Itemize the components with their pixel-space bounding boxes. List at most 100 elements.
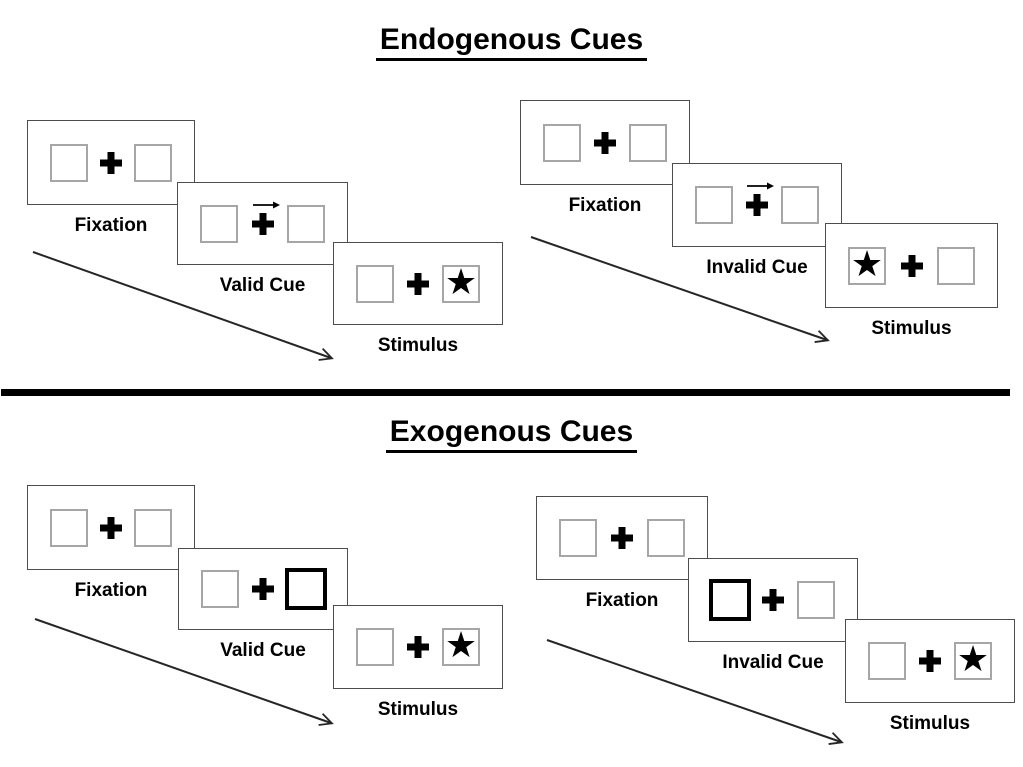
placeholder-box-left	[356, 264, 394, 303]
step-label: Fixation	[568, 195, 642, 216]
target-star-icon: ★	[850, 243, 884, 285]
fixation-cross-icon	[100, 516, 122, 539]
placeholder-box-left	[868, 642, 906, 680]
placeholder-box-left	[356, 628, 394, 666]
fixation-cross	[100, 151, 122, 174]
display-panel	[177, 182, 348, 265]
step-fixation: Fixation	[27, 485, 195, 602]
step-label: Stimulus	[889, 713, 971, 734]
step-label: Invalid Cue	[722, 652, 824, 673]
section-divider	[1, 389, 1010, 396]
fixation-cross	[746, 182, 774, 216]
placeholder-box-left	[695, 186, 733, 224]
target-box-right: ★	[954, 642, 992, 680]
timeline-arrow	[32, 251, 334, 361]
fixation-cross	[100, 516, 122, 539]
target-star-icon: ★	[956, 639, 990, 680]
fixation-cross-icon	[594, 131, 616, 154]
step-label: Valid Cue	[220, 640, 306, 661]
fixation-cross-icon	[251, 212, 274, 235]
display-panel: ★	[333, 605, 503, 689]
placeholder-box-left	[50, 143, 88, 182]
fixation-cross-icon	[407, 272, 429, 295]
display-panel: ★	[825, 223, 998, 308]
section-exogenous-header: Exogenous Cues	[0, 416, 1023, 453]
placeholder-box-right	[134, 143, 172, 182]
target-star-icon: ★	[444, 625, 478, 666]
step-stimulus: ★ Stimulus	[825, 223, 998, 340]
step-label: Stimulus	[377, 699, 459, 720]
placeholder-box-right	[287, 204, 325, 243]
step-fixation: Fixation	[520, 100, 690, 217]
placeholder-box-right	[629, 123, 667, 162]
display-panel	[672, 163, 842, 247]
step-label: Invalid Cue	[706, 257, 808, 278]
highlighted-cue-box-right	[285, 568, 327, 610]
timeline-arrow	[530, 236, 830, 343]
step-label: Valid Cue	[219, 275, 306, 296]
cue-direction-arrow-icon	[252, 201, 280, 208]
fixation-cross-icon	[900, 254, 923, 277]
step-fixation: Fixation	[536, 496, 708, 612]
placeholder-box-right	[937, 246, 975, 285]
fixation-cross	[900, 254, 923, 277]
step-label: Fixation	[585, 590, 659, 611]
fixation-cross-icon	[746, 194, 768, 216]
placeholder-box-right	[797, 581, 835, 619]
display-panel	[688, 558, 858, 642]
section-title: Exogenous Cues	[385, 416, 638, 453]
display-panel	[536, 496, 708, 580]
display-panel	[520, 100, 690, 185]
section-title: Endogenous Cues	[375, 24, 648, 61]
step-label: Fixation	[74, 580, 148, 601]
placeholder-box-left	[201, 570, 239, 608]
fixation-cross	[611, 527, 633, 549]
fixation-cross-icon	[252, 578, 274, 600]
step-invalid-cue: Invalid Cue	[688, 558, 858, 674]
highlighted-cue-box-left	[709, 579, 751, 621]
display-panel	[27, 485, 195, 570]
target-box-left: ★	[848, 243, 886, 285]
fixation-cross	[252, 578, 274, 600]
step-stimulus: ★ Stimulus	[845, 619, 1015, 735]
fixation-cross	[407, 636, 429, 658]
step-valid-cue: Valid Cue	[177, 182, 348, 297]
step-stimulus: ★ Stimulus	[333, 242, 503, 357]
section-endogenous-header: Endogenous Cues	[0, 24, 1023, 61]
step-label: Stimulus	[377, 335, 459, 356]
fixation-cross-icon	[762, 589, 784, 611]
fixation-cross-icon	[100, 151, 122, 174]
placeholder-box-left	[559, 519, 597, 557]
fixation-cross-icon	[919, 650, 941, 672]
step-label: Stimulus	[871, 318, 952, 339]
fixation-cross	[594, 131, 616, 154]
display-panel	[27, 120, 195, 205]
display-panel: ★	[333, 242, 503, 325]
placeholder-box-right	[134, 508, 172, 547]
fixation-cross	[919, 650, 941, 672]
placeholder-box-left	[50, 508, 88, 547]
fixation-cross	[762, 589, 784, 611]
step-invalid-cue: Invalid Cue	[672, 163, 842, 279]
placeholder-box-left	[200, 204, 238, 243]
step-label: Fixation	[74, 215, 148, 236]
placeholder-box-right	[647, 519, 685, 557]
placeholder-box-left	[543, 123, 581, 162]
fixation-cross-icon	[611, 527, 633, 549]
fixation-cross	[251, 201, 280, 235]
fixation-cross-icon	[407, 636, 429, 658]
step-valid-cue: Valid Cue	[178, 548, 348, 662]
timeline-arrow	[546, 639, 844, 745]
step-fixation: Fixation	[27, 120, 195, 237]
step-stimulus: ★ Stimulus	[333, 605, 503, 721]
placeholder-box-right	[781, 186, 819, 224]
timeline-arrow	[34, 618, 334, 726]
target-box-right: ★	[442, 261, 480, 303]
target-star-icon: ★	[444, 261, 478, 303]
target-box-right: ★	[442, 628, 480, 666]
fixation-cross	[407, 272, 429, 295]
cue-direction-arrow-icon	[747, 182, 774, 190]
display-panel	[178, 548, 348, 630]
